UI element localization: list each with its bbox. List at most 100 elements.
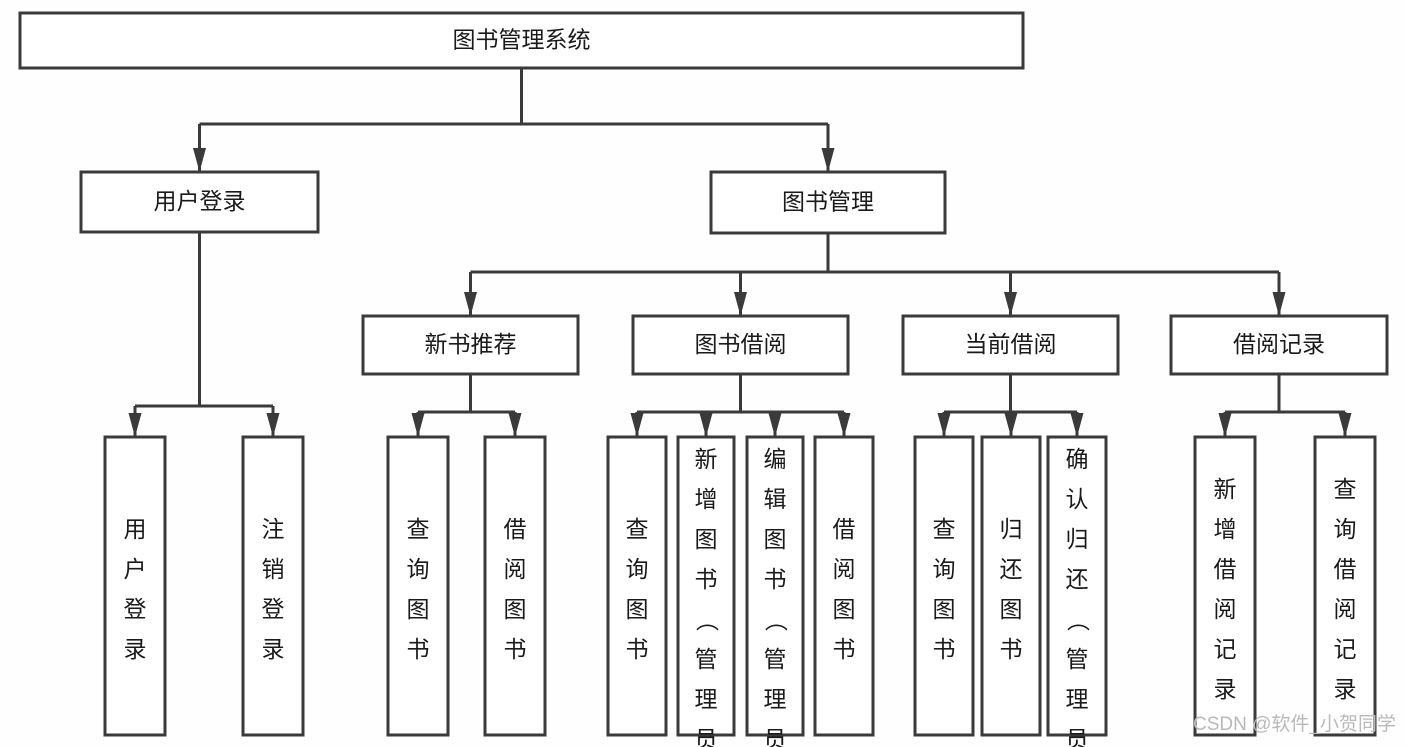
leaf-add-book-char: 管: [695, 646, 718, 672]
leaf-edit-book-char: 理: [764, 686, 787, 712]
node-borrow-record[interactable]: 借阅记录: [1169, 314, 1389, 376]
arrow-head-icon: [1338, 413, 1352, 437]
leaf-query-record-char: 记: [1334, 636, 1357, 662]
leaf-query-book-2-char: 询: [626, 556, 649, 582]
arrow-head-icon: [1004, 292, 1017, 316]
leaf-query-book-3-char: 书: [933, 636, 956, 662]
csdn-watermark: CSDN @软件_小贺同学: [1193, 713, 1396, 735]
leaf-add-book-char: 员: [695, 726, 718, 747]
node-book-borrow[interactable]: 图书借阅: [631, 314, 850, 376]
arrow-head-icon: [508, 413, 522, 437]
arrow-head-icon: [734, 292, 747, 316]
connector-edges-layer: [128, 68, 1352, 437]
node-book-management-label: 图书管理: [782, 189, 874, 215]
leaf-borrow-book-1-rect: [483, 435, 547, 737]
leaf-return-book-char: 还: [1000, 556, 1023, 582]
leaf-borrow-book-1-char: 图: [504, 596, 527, 622]
node-root-system-label: 图书管理系统: [453, 27, 591, 53]
node-current-borrow[interactable]: 当前借阅: [901, 314, 1120, 376]
arrow-head-icon: [1272, 292, 1286, 316]
arrow-head-icon: [699, 413, 713, 437]
leaf-borrow-book-1-char: 借: [504, 516, 527, 542]
leaf-query-record-char: 借: [1334, 556, 1357, 582]
leaf-add-book-char: 增: [695, 486, 718, 512]
leaf-logout-char: 登: [262, 596, 285, 622]
leaf-user-login-char: 户: [124, 556, 147, 582]
leaf-query-book-2-char: 图: [626, 596, 649, 622]
leaf-query-book-1-char: 询: [407, 556, 430, 582]
node-book-borrow-rect: [631, 314, 850, 376]
leaf-edit-book-rect: [745, 435, 805, 737]
leaf-query-book-2-rect: [606, 435, 668, 737]
node-new-book-rec-label: 新书推荐: [425, 331, 517, 357]
arrow-head-icon: [464, 292, 477, 316]
leaf-confirm-return-char: 确: [1066, 446, 1089, 472]
node-book-management-rect: [709, 170, 947, 235]
leaf-borrow-book-2-char: 书: [833, 636, 856, 662]
leaf-add-book-char: 图: [695, 526, 718, 552]
leaf-add-book-char: 书: [695, 566, 718, 592]
arrow-head-icon: [837, 413, 851, 437]
node-new-book-rec[interactable]: 新书推荐: [361, 314, 580, 376]
leaf-return-book-rect: [980, 435, 1042, 737]
leaf-query-record-rect: [1313, 435, 1377, 737]
arrow-head-icon: [193, 148, 206, 172]
leaf-return-book-char: 归: [1000, 516, 1023, 542]
leaf-confirm-return-char: 归: [1066, 526, 1089, 552]
node-current-borrow-rect: [901, 314, 1120, 376]
leaf-add-book-char: 新: [695, 446, 718, 472]
leaf-confirm-return-char: 认: [1066, 486, 1089, 512]
leaf-logout-rect: [241, 435, 305, 737]
leaf-user-login-rect: [103, 435, 167, 737]
leaf-edit-book-char: 图: [764, 526, 787, 552]
node-root-system[interactable]: 图书管理系统: [18, 11, 1025, 70]
leaf-query-record-char: 询: [1334, 516, 1357, 542]
node-book-management[interactable]: 图书管理: [709, 170, 947, 235]
leaf-add-record-char: 增: [1214, 516, 1237, 542]
leaf-edit-book-char: 辑: [764, 486, 787, 512]
node-current-borrow-label: 当前借阅: [965, 331, 1057, 357]
leaf-user-login[interactable]: 用户登录: [103, 435, 167, 737]
leaf-add-book-char: 理: [695, 686, 718, 712]
leaf-add-record-char: 记: [1214, 636, 1237, 662]
arrow-head-icon: [1070, 413, 1084, 437]
node-root-system-rect: [18, 11, 1025, 70]
leaf-query-book-1-rect: [386, 435, 450, 737]
node-user-login[interactable]: 用户登录: [79, 170, 320, 234]
leaf-confirm-return-char: 理: [1066, 686, 1089, 712]
arrow-head-icon: [266, 413, 280, 437]
leaf-user-login-char: 录: [124, 636, 147, 662]
leaf-user-login-char: 登: [124, 596, 147, 622]
leaf-edit-book-char: 编: [764, 446, 787, 472]
node-user-login-label: 用户登录: [154, 188, 246, 214]
arrow-head-icon: [768, 413, 782, 437]
leaf-add-record-rect: [1193, 435, 1257, 737]
leaf-borrow-book-2-char: 借: [833, 516, 856, 542]
leaf-borrow-book-2-rect: [813, 435, 875, 737]
leaf-query-book-2-char: 书: [626, 636, 649, 662]
leaf-edit-book-char: 书: [764, 566, 787, 592]
leaf-confirm-return-char: 管: [1066, 646, 1089, 672]
arrow-head-icon: [630, 413, 644, 437]
leaf-add-record-char: 新: [1214, 476, 1237, 502]
arrow-head-icon: [1004, 413, 1018, 437]
leaf-add-record-char: 阅: [1214, 596, 1237, 622]
leaf-query-book-3-char: 查: [933, 516, 956, 542]
leaf-user-login-char: 用: [124, 516, 147, 542]
node-borrow-record-rect: [1169, 314, 1389, 376]
leaf-query-book-3-char: 询: [933, 556, 956, 582]
